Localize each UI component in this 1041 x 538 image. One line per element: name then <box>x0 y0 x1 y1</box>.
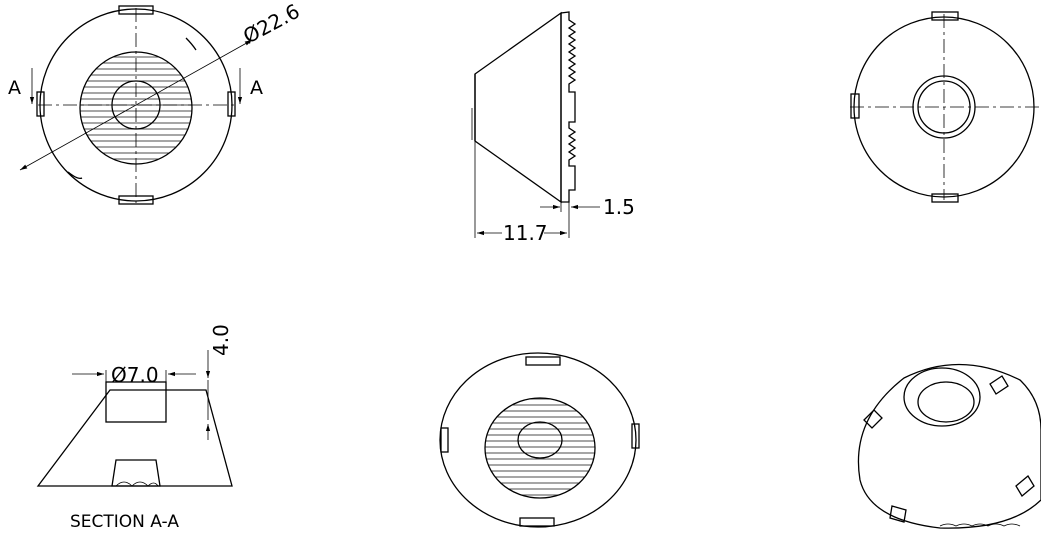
section-letter-right: A <box>250 77 263 99</box>
iso-hatched-view <box>439 352 640 528</box>
iso-view <box>857 363 1041 529</box>
section-depth-label: 4.0 <box>209 324 233 356</box>
diameter-label: Ø22.6 <box>239 0 303 48</box>
section-caption: SECTION A-A <box>70 512 179 532</box>
length-label: 11.7 <box>503 221 548 245</box>
serrated-face <box>560 11 577 203</box>
back-view <box>850 11 1041 203</box>
front-view: Ø22.6 A A <box>8 0 304 205</box>
section-letter-left: A <box>8 77 21 99</box>
thickness-label: 1.5 <box>603 195 635 219</box>
side-view: 11.7 1.5 <box>471 11 635 245</box>
section-diameter-label: Ø7.0 <box>111 363 159 387</box>
section-view: Ø7.0 4.0 SECTION A-A <box>36 324 233 532</box>
